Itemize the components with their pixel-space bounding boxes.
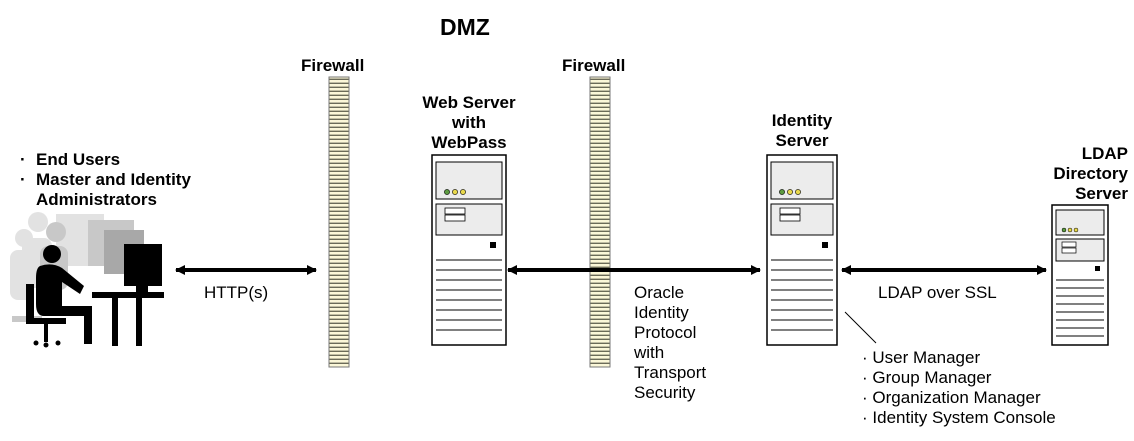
web-server-label-line1: Web Server xyxy=(422,93,516,112)
oracle-protocol-line: Oracle xyxy=(634,283,685,302)
ldap-server-label-line1: LDAP xyxy=(1081,144,1128,163)
ldap-server-label-line3: Server xyxy=(1075,184,1128,203)
users-bullet-1: · xyxy=(20,150,26,169)
identity-callout-line xyxy=(844,311,877,344)
web-server-icon xyxy=(431,154,507,346)
identity-server-label: Identity Server xyxy=(752,111,852,151)
firewall-left-label: Firewall xyxy=(301,56,365,75)
users-workstation-icon xyxy=(10,212,164,348)
list-bullet: · xyxy=(862,368,868,387)
identity-server-label-line2: Server xyxy=(775,131,829,150)
firewall-right xyxy=(589,76,611,368)
list-item: · Organization Manager xyxy=(862,388,1056,408)
list-item-label: Identity System Console xyxy=(872,408,1056,427)
list-item: · User Manager xyxy=(862,348,1056,368)
dmz-label: DMZ xyxy=(440,14,490,40)
list-bullet: · xyxy=(862,388,868,407)
web-server-label: Web Server with WebPass xyxy=(404,93,534,153)
ldap-server-label-line2: Directory xyxy=(1053,164,1128,183)
identity-server-icon xyxy=(766,154,838,346)
list-item: · Group Manager xyxy=(862,368,1056,388)
firewall-left xyxy=(328,76,350,368)
http-label: HTTP(s) xyxy=(204,283,269,302)
oracle-protocol-line: with xyxy=(634,343,665,362)
users-bullet-2: · xyxy=(20,170,26,189)
oracle-protocol-line: Identity xyxy=(634,303,689,322)
firewall-right-label: Firewall xyxy=(562,56,626,75)
web-server-label-line2: with xyxy=(452,113,486,132)
ldap-server-icon xyxy=(1051,204,1109,346)
oracle-protocol-line: Security xyxy=(634,383,696,402)
list-item-label: User Manager xyxy=(872,348,981,367)
users-label-end-users: End Users xyxy=(36,150,121,169)
oracle-protocol-label: Oracle Identity Protocol with Transport … xyxy=(634,283,706,403)
identity-components-list: · User Manager · Group Manager · Organiz… xyxy=(862,348,1056,428)
identity-server-label-line1: Identity xyxy=(771,111,833,130)
web-server-label-line3: WebPass xyxy=(431,133,507,152)
ldap-server-label: LDAP Directory Server xyxy=(1024,144,1128,204)
oracle-protocol-line: Protocol xyxy=(634,323,697,342)
ldap-ssl-label: LDAP over SSL xyxy=(878,283,997,302)
list-bullet: · xyxy=(862,408,868,427)
list-item: · Identity System Console xyxy=(862,408,1056,428)
users-label-administrators: Administrators xyxy=(36,190,157,209)
list-item-label: Group Manager xyxy=(872,368,992,387)
list-bullet: · xyxy=(862,348,868,367)
oracle-protocol-line: Transport xyxy=(634,363,707,382)
users-label-master-identity: Master and Identity xyxy=(36,170,191,189)
list-item-label: Organization Manager xyxy=(872,388,1041,407)
